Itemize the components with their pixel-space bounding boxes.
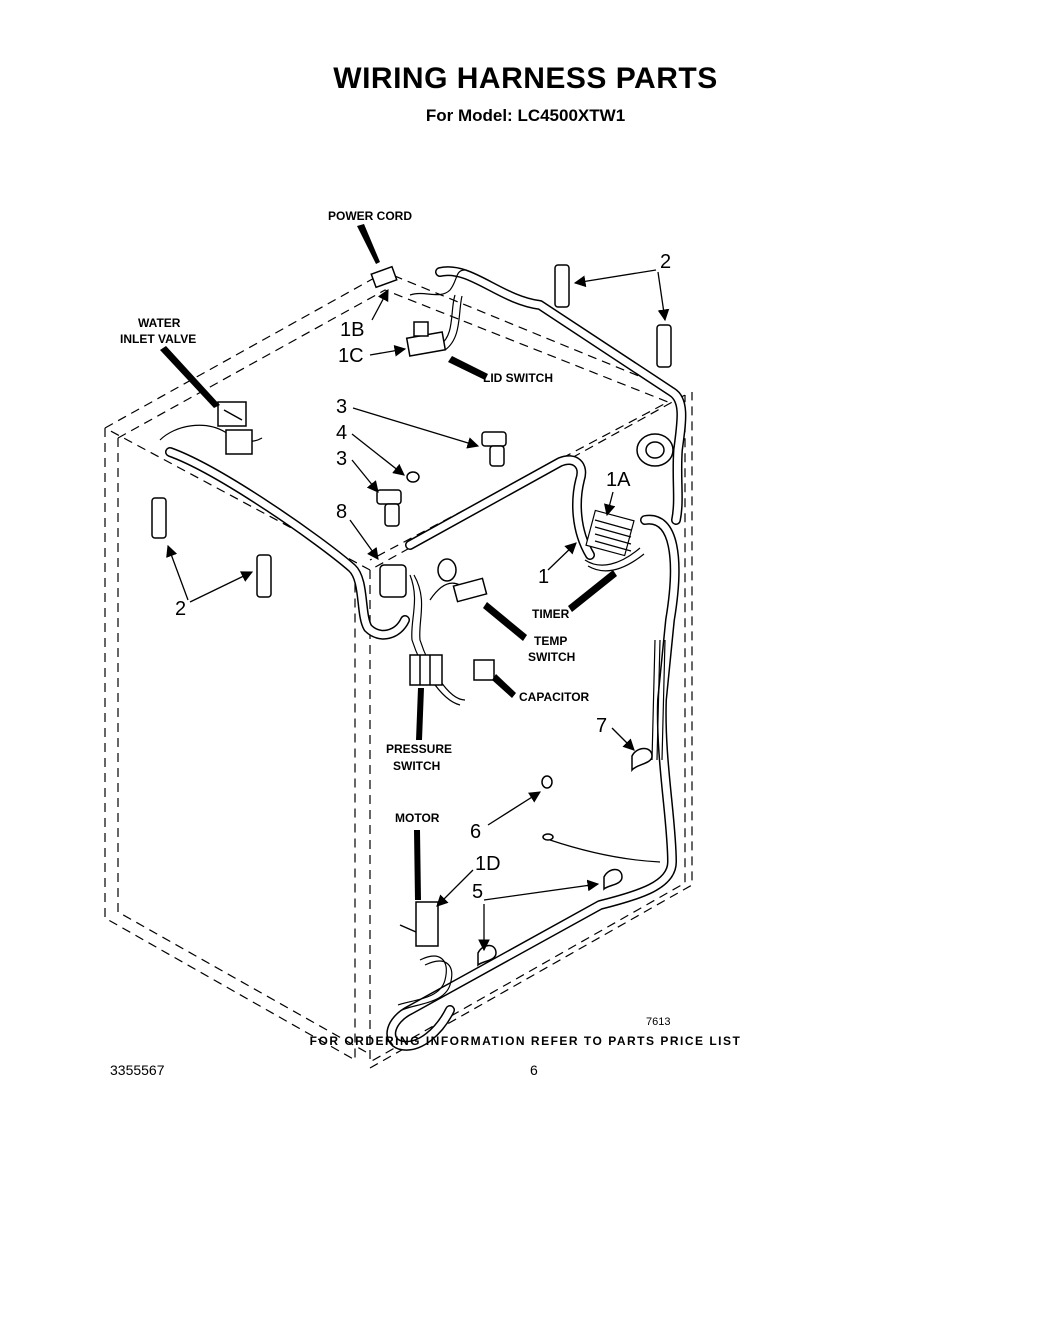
label-lid-switch: LID SWITCH <box>483 371 553 385</box>
label-temp-switch-line1: TEMP <box>534 634 567 648</box>
figure-number: 7613 <box>646 1016 671 1028</box>
label-power-cord: POWER CORD <box>328 209 412 223</box>
label-pressure-switch-line1: PRESSURE <box>386 742 452 756</box>
label-capacitor: CAPACITOR <box>519 690 590 704</box>
side-bumper-part <box>437 433 674 582</box>
callout-1b: 1B <box>340 319 364 341</box>
power-cord-plug <box>370 265 398 289</box>
label-pressure-switch-line2: SWITCH <box>393 759 440 773</box>
callout-3-upper: 3 <box>336 396 347 418</box>
ordering-note: FOR ORDERING INFORMATION REFER TO PARTS … <box>309 1034 742 1048</box>
callout-6: 6 <box>470 821 481 843</box>
page-title: WIRING HARNESS PARTS <box>333 62 718 95</box>
pressure-switch-connector <box>409 654 443 686</box>
document-number: 3355567 <box>110 1062 165 1078</box>
callout-1c: 1C <box>338 345 364 367</box>
timer-connector <box>585 509 635 557</box>
label-timer: TIMER <box>532 607 570 621</box>
leader-lines <box>166 269 670 952</box>
callout-5: 5 <box>472 881 483 903</box>
callout-2-left: 2 <box>175 598 186 620</box>
label-temp-switch-line2: SWITCH <box>528 650 575 664</box>
label-water-inlet-line1: WATER <box>138 316 181 330</box>
label-motor: MOTOR <box>395 811 440 825</box>
callout-1: 1 <box>538 566 549 588</box>
label-pointers <box>160 224 617 900</box>
wire-bundles <box>159 269 666 1011</box>
lid-switch-part <box>405 321 447 357</box>
callout-3-lower: 3 <box>336 448 347 470</box>
harness-clips <box>151 264 672 967</box>
cabinet-outline <box>104 271 693 1069</box>
temp-switch-connector <box>452 577 488 603</box>
callout-4: 4 <box>336 422 347 444</box>
callout-1a: 1A <box>606 469 631 491</box>
callout-1d: 1D <box>475 853 501 875</box>
water-inlet-valve-part <box>217 401 253 455</box>
label-water-inlet-line2: INLET VALVE <box>120 332 196 346</box>
harness-tube <box>165 266 687 1051</box>
page-number: 6 <box>530 1062 538 1078</box>
callout-8: 8 <box>336 501 347 523</box>
callout-2-top: 2 <box>660 251 671 273</box>
capacitor-connector <box>473 659 495 681</box>
callout-7: 7 <box>596 715 607 737</box>
motor-connector <box>399 901 439 947</box>
model-subtitle: For Model: LC4500XTW1 <box>425 106 626 125</box>
